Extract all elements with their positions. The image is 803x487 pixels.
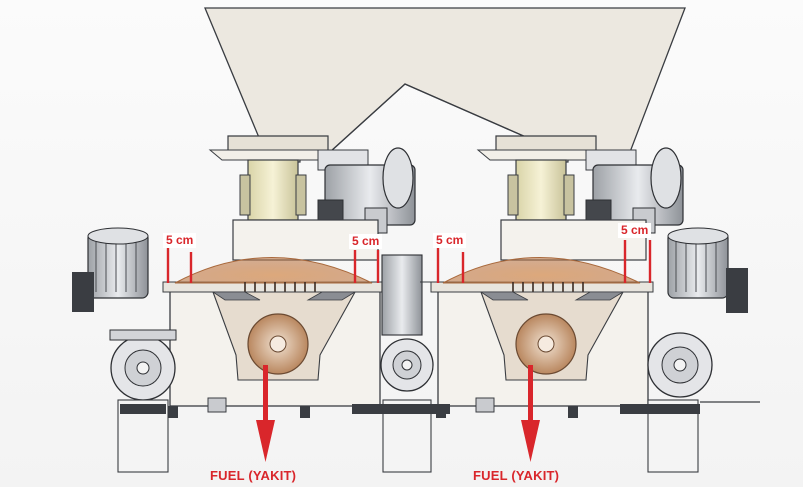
right-unit	[430, 135, 684, 418]
fuel-arrow-left	[256, 365, 275, 462]
dimension-label: 5 cm	[618, 223, 652, 238]
fuel-output-label: FUEL (YAKIT)	[473, 468, 560, 483]
fuel-arrow-right	[521, 365, 540, 462]
right-side-motor	[620, 227, 760, 473]
middle-pump	[352, 254, 450, 473]
dimension-label: 5 cm	[433, 233, 467, 248]
dimension-markers	[166, 240, 652, 283]
dimension-label: 5 cm	[163, 233, 197, 248]
left-side-motor	[72, 227, 177, 473]
dimension-label: 5 cm	[349, 234, 383, 249]
top-hopper	[204, 7, 686, 153]
fuel-output-label: FUEL (YAKIT)	[210, 468, 297, 483]
